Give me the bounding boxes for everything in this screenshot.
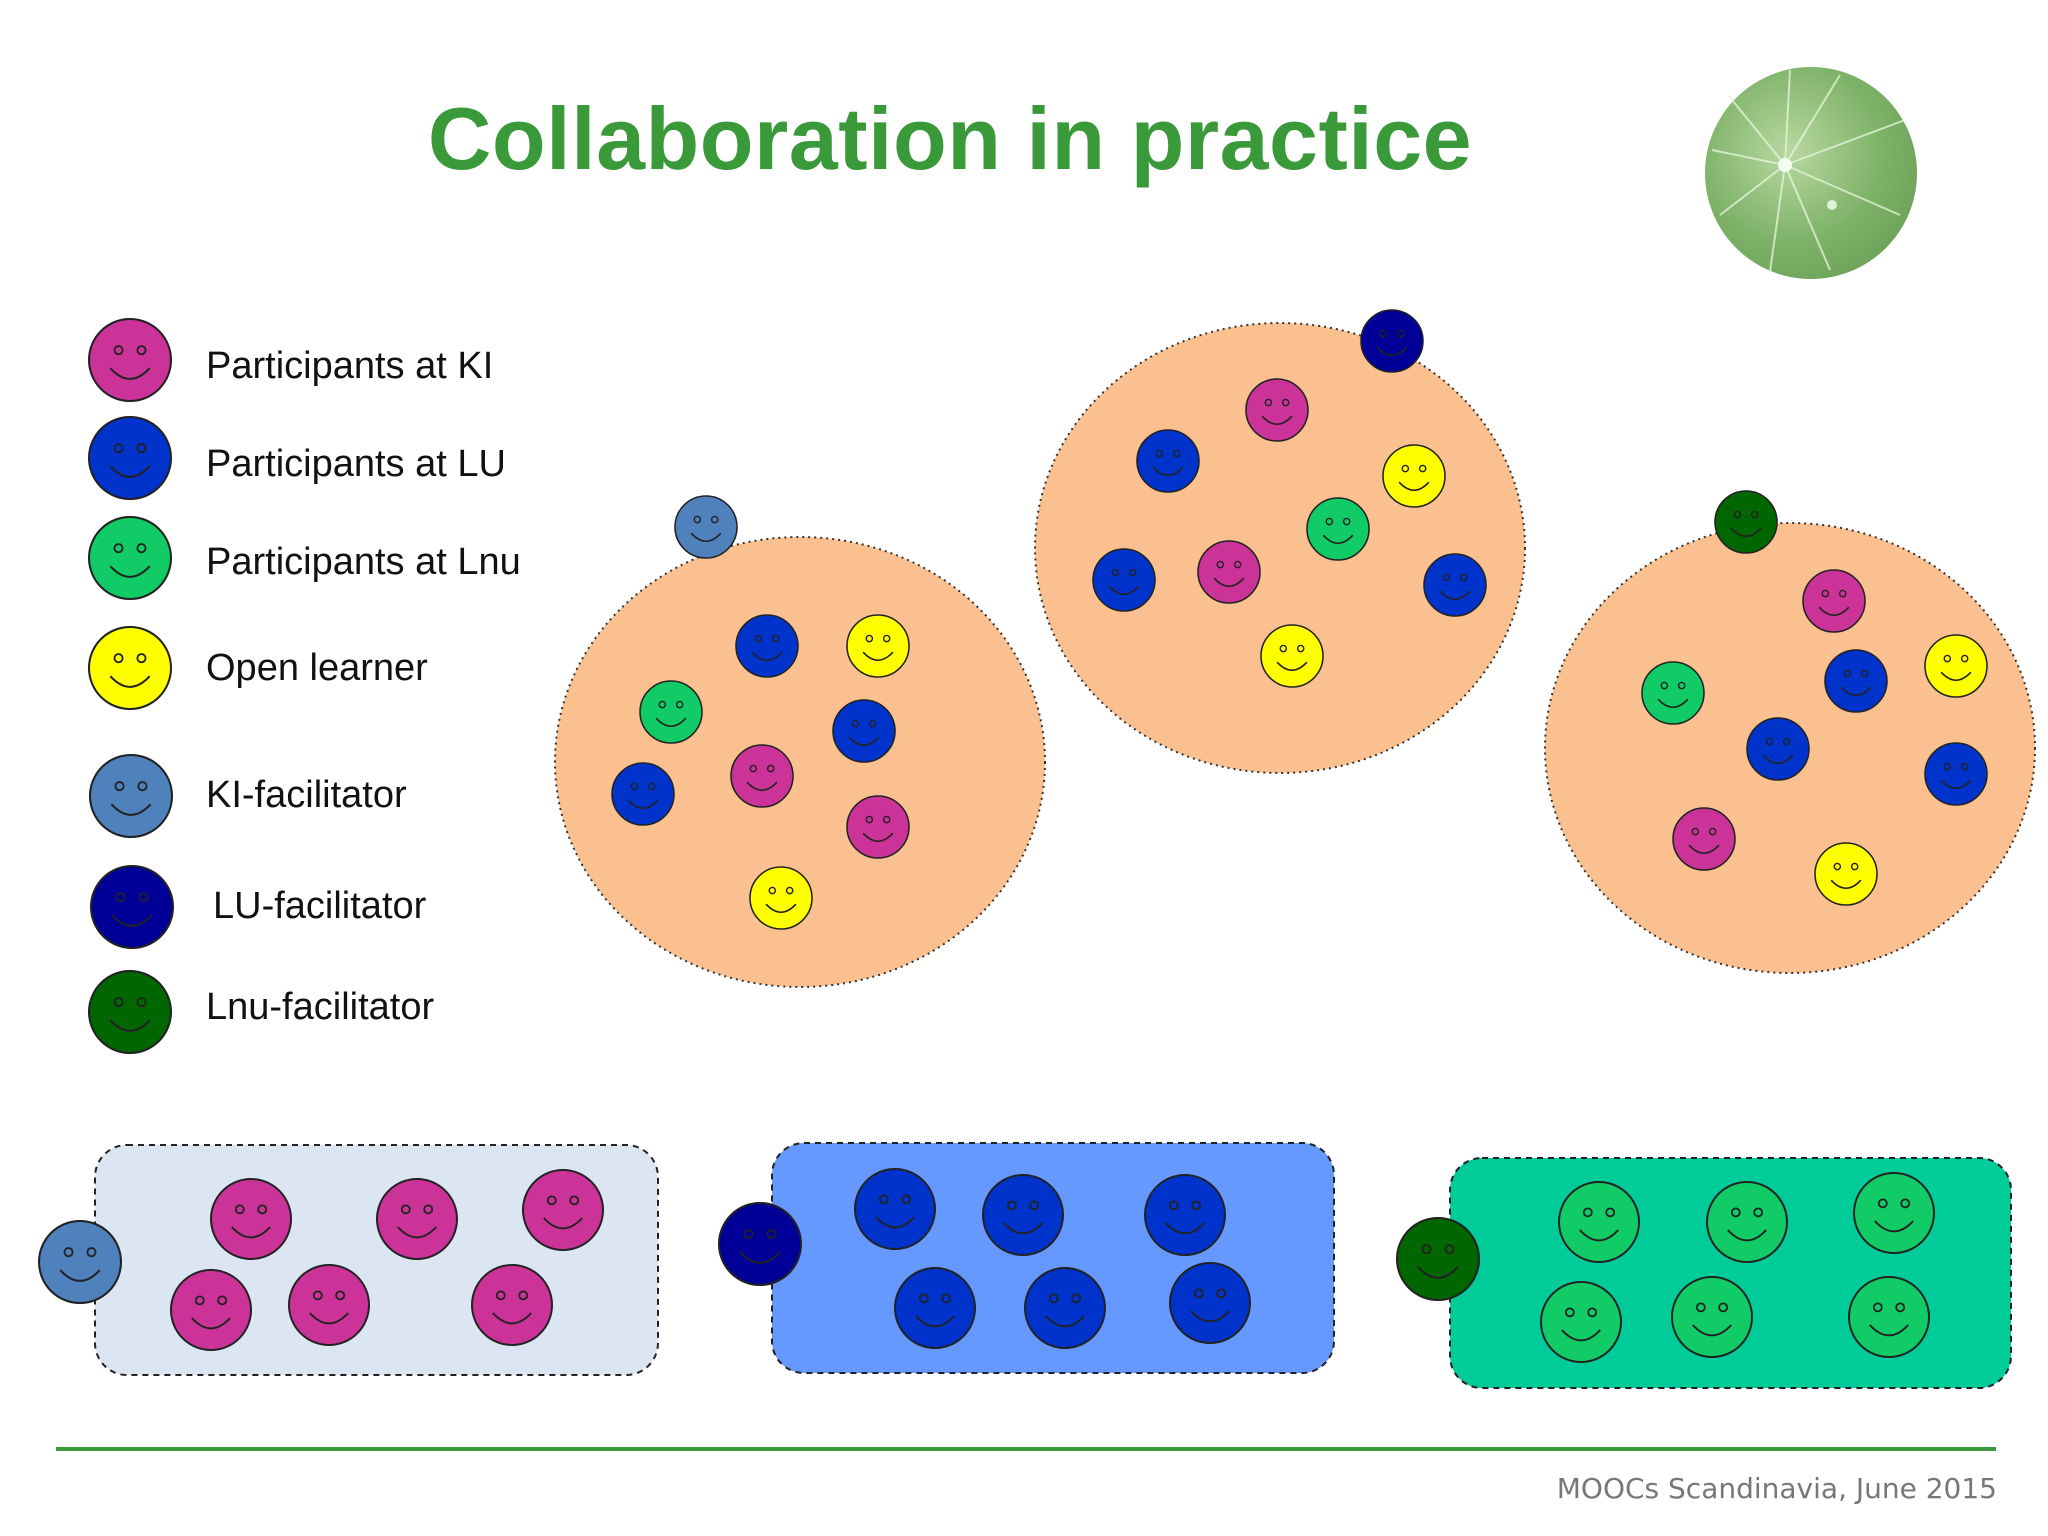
mixed-group-1: [554, 536, 1046, 988]
legend-label-ki-participants: Participants at KI: [206, 345, 494, 387]
participant-face-icon: [210, 1178, 292, 1260]
participant-face-icon: [471, 1264, 553, 1346]
footer-divider: [56, 1447, 1996, 1451]
participant-face-icon: [1382, 444, 1446, 508]
participant-face-icon: [1092, 548, 1156, 612]
participant-face-icon: [846, 795, 910, 859]
slide-title: Collaboration in practice: [427, 89, 1473, 188]
participant-face-icon: [288, 1264, 370, 1346]
participant-face-icon: [854, 1168, 936, 1250]
participant-face-icon: [1924, 742, 1988, 806]
participant-face-icon: [639, 680, 703, 744]
participant-face-icon: [1706, 1181, 1788, 1263]
facilitator-face-icon: [717, 1201, 803, 1287]
legend-face-icon: [88, 753, 174, 839]
legend-label-lnu-facilitator: Lnu-facilitator: [206, 986, 435, 1028]
participant-face-icon: [1924, 634, 1988, 698]
participant-face-icon: [1641, 661, 1705, 725]
legend-face-icon: [87, 317, 173, 403]
participant-face-icon: [1848, 1276, 1930, 1358]
participant-face-icon: [982, 1174, 1064, 1256]
legend-face-icon: [87, 625, 173, 711]
participant-face-icon: [1540, 1281, 1622, 1363]
participant-face-icon: [1197, 540, 1261, 604]
participant-face-icon: [1136, 429, 1200, 493]
smiley-faces: [37, 309, 1988, 1363]
legend-label-lnu-participants: Participants at Lnu: [206, 541, 521, 583]
facilitator-face-icon: [1360, 309, 1424, 373]
legend-face-icon: [89, 864, 175, 950]
facilitator-face-icon: [1714, 490, 1778, 554]
participant-face-icon: [749, 866, 813, 930]
legend-label-lu-facilitator: LU-facilitator: [213, 885, 427, 927]
participant-face-icon: [735, 614, 799, 678]
legend-label-open-learner: Open learner: [206, 647, 428, 689]
facilitator-face-icon: [674, 495, 738, 559]
facilitator-face-icon: [1395, 1216, 1481, 1302]
participant-face-icon: [1672, 807, 1736, 871]
participant-face-icon: [1144, 1174, 1226, 1256]
logo-emblem: [1705, 67, 1917, 279]
participant-face-icon: [1260, 624, 1324, 688]
participant-face-icon: [376, 1178, 458, 1260]
participant-face-icon: [1169, 1262, 1251, 1344]
participant-face-icon: [730, 744, 794, 808]
participant-face-icon: [1802, 569, 1866, 633]
facilitator-face-icon: [37, 1219, 123, 1305]
footer-text: MOOCs Scandinavia, June 2015: [1556, 1472, 1997, 1505]
legend-face-icon: [87, 415, 173, 501]
participant-face-icon: [1853, 1172, 1935, 1254]
participant-face-icon: [1814, 842, 1878, 906]
participant-face-icon: [1423, 553, 1487, 617]
participant-face-icon: [1558, 1181, 1640, 1263]
participant-face-icon: [1306, 497, 1370, 561]
participant-face-icon: [522, 1169, 604, 1251]
participant-face-icon: [846, 614, 910, 678]
participant-face-icon: [1824, 649, 1888, 713]
legend-face-icon: [87, 515, 173, 601]
participant-face-icon: [170, 1269, 252, 1351]
participant-face-icon: [1746, 717, 1810, 781]
participant-face-icon: [894, 1267, 976, 1349]
participant-face-icon: [1671, 1276, 1753, 1358]
legend-label-lu-participants: Participants at LU: [206, 443, 506, 485]
legend-label-ki-facilitator: KI-facilitator: [206, 774, 407, 816]
participant-face-icon: [832, 699, 896, 763]
participant-face-icon: [611, 762, 675, 826]
legend-face-icon: [87, 969, 173, 1055]
participant-face-icon: [1024, 1267, 1106, 1349]
participant-face-icon: [1245, 378, 1309, 442]
